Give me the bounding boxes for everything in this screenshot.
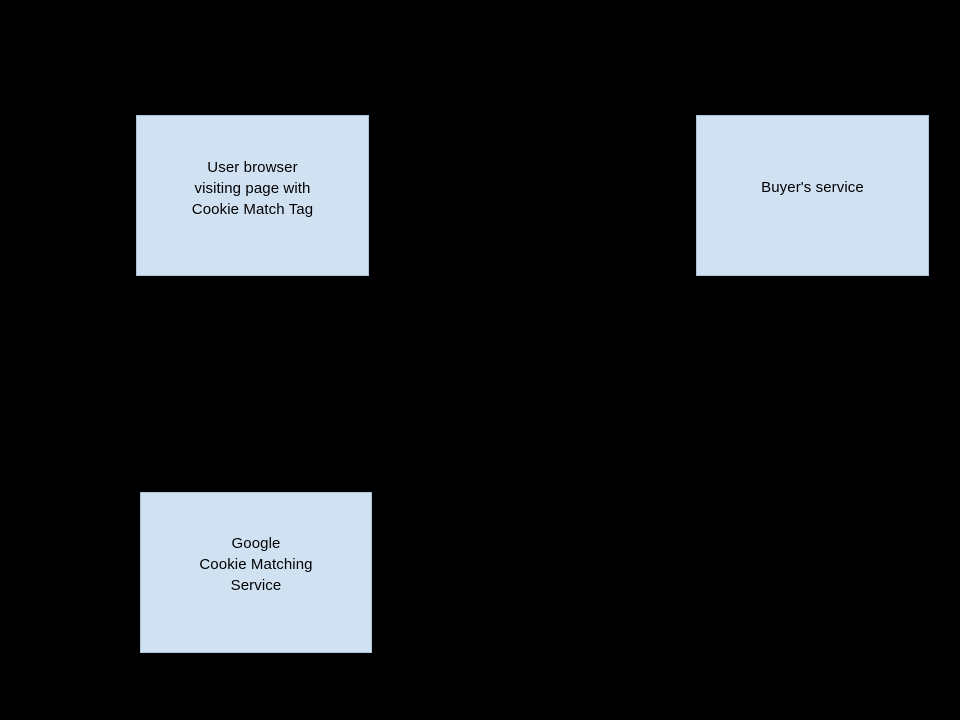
node-buyers-service-label: Buyer's service xyxy=(761,179,864,196)
node-google-cookie-matching-label: Google Cookie Matching Service xyxy=(199,535,313,594)
node-user-browser[interactable]: User browser visiting page with Cookie M… xyxy=(136,115,369,276)
node-buyers-service[interactable]: Buyer's service xyxy=(696,115,929,276)
node-user-browser-label: User browser visiting page with Cookie M… xyxy=(191,159,314,218)
node-google-cookie-matching[interactable]: Google Cookie Matching Service xyxy=(140,492,372,653)
